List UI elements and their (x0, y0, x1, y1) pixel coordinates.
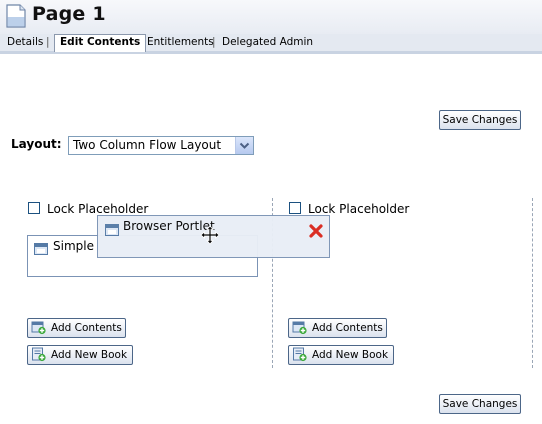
layout-select-value: Two Column Flow Layout (73, 138, 222, 152)
add-book-icon (293, 347, 307, 362)
page-title: Page 1 (32, 3, 106, 25)
add-contents-label: Add Contents (51, 322, 122, 334)
add-contents-label: Add Contents (312, 322, 383, 334)
tab-delegated-admin[interactable]: Delegated Admin (222, 36, 314, 48)
layout-label: Layout: (11, 137, 62, 151)
lock-placeholder-label-col2: Lock Placeholder (308, 202, 410, 216)
tab-edit-contents[interactable]: Edit Contents (54, 34, 147, 52)
save-changes-button-bottom[interactable]: Save Changes (439, 394, 521, 414)
add-new-book-label: Add New Book (312, 349, 389, 361)
add-contents-button-col2[interactable]: Add Contents (288, 318, 387, 338)
portlet-window-icon (105, 224, 119, 236)
column-divider (532, 198, 533, 368)
tab-separator: | (46, 36, 50, 48)
tab-separator: | (212, 36, 216, 48)
lock-placeholder-checkbox-col2[interactable] (289, 202, 301, 214)
move-cursor-icon (200, 225, 220, 245)
tab-bar: Details | Edit Contents Entitlements | D… (0, 34, 542, 54)
page-header: Page 1 (0, 0, 542, 34)
lock-placeholder-label-col1: Lock Placeholder (47, 202, 149, 216)
add-contents-button-col1[interactable]: Add Contents (27, 318, 126, 338)
page-icon (6, 4, 26, 28)
lock-placeholder-checkbox-col1[interactable] (28, 202, 40, 214)
add-book-icon (32, 347, 46, 362)
add-contents-icon (292, 321, 307, 335)
dragging-portlet-title: Browser Portlet (123, 219, 215, 233)
portlet-title: Simple (53, 239, 94, 253)
tab-entitlements[interactable]: Entitlements (147, 36, 214, 48)
column-divider (272, 198, 273, 368)
save-changes-button-top[interactable]: Save Changes (439, 110, 521, 130)
tab-details[interactable]: Details (7, 36, 44, 48)
layout-select[interactable]: Two Column Flow Layout (68, 136, 254, 155)
add-new-book-button-col2[interactable]: Add New Book (288, 345, 394, 365)
chevron-down-icon[interactable] (235, 137, 253, 154)
dragging-portlet[interactable]: Browser Portlet (97, 215, 330, 258)
portlet-window-icon (34, 243, 48, 255)
add-contents-icon (31, 321, 46, 335)
add-new-book-label: Add New Book (51, 349, 128, 361)
red-x-icon[interactable] (308, 223, 324, 239)
add-new-book-button-col1[interactable]: Add New Book (27, 345, 133, 365)
